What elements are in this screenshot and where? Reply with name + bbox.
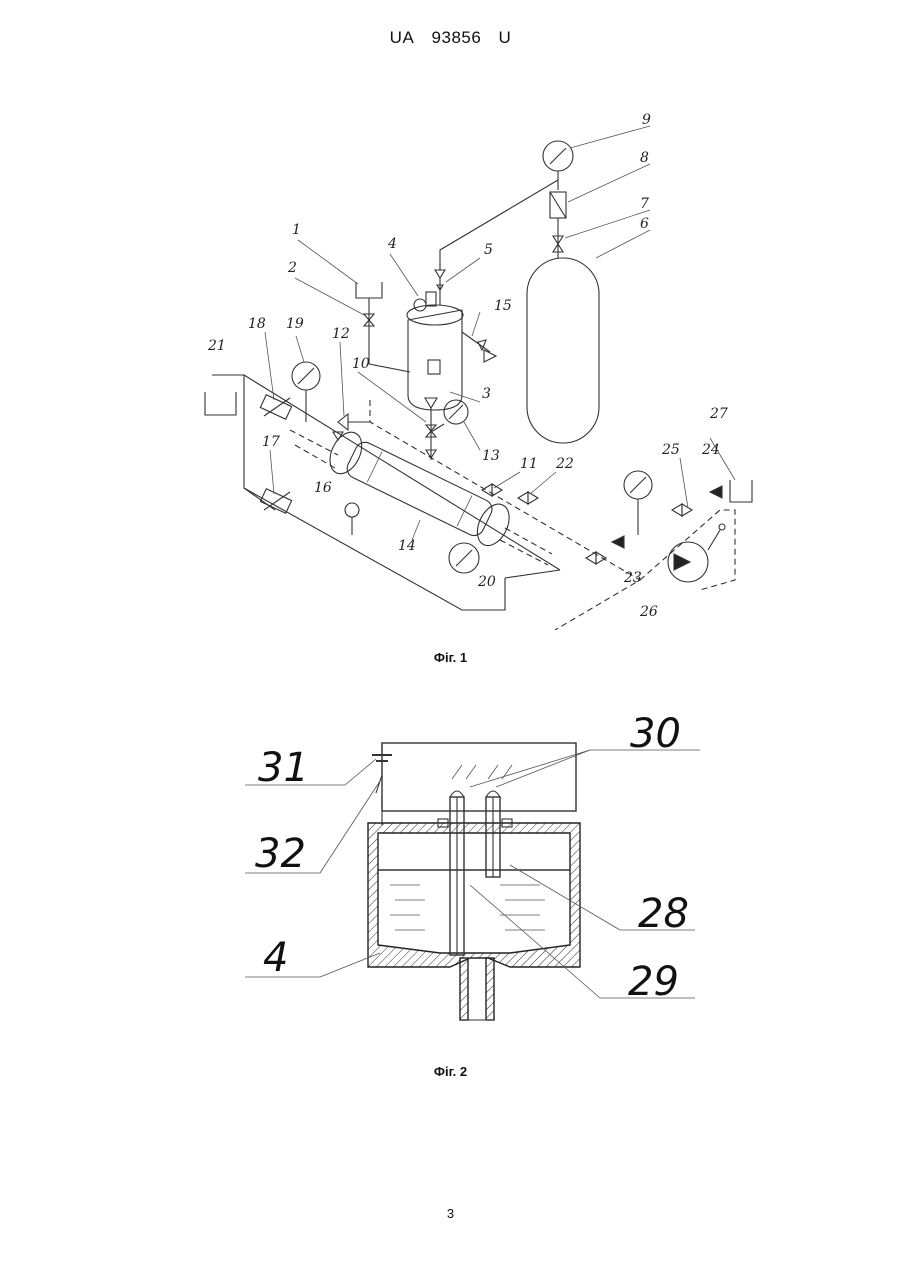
fig1-label-15: 15 bbox=[494, 298, 512, 314]
fig2-label-29: 29 bbox=[628, 959, 679, 1005]
sensor-16 bbox=[345, 503, 359, 517]
tank-21 bbox=[205, 392, 236, 415]
fig1-label-27: 27 bbox=[709, 406, 728, 422]
fig1-label-17: 17 bbox=[262, 434, 280, 450]
header-country: UA bbox=[390, 28, 415, 47]
fig1-label-11: 11 bbox=[520, 456, 538, 472]
fig1-label-14: 14 bbox=[398, 538, 416, 554]
tank-27 bbox=[730, 480, 752, 502]
fig1-label-1: 1 bbox=[292, 222, 301, 238]
fig1-label-13: 13 bbox=[482, 448, 500, 464]
fig1-label-10: 10 bbox=[352, 356, 370, 372]
fig1-label-21: 21 bbox=[207, 338, 226, 354]
fig1-label-25: 25 bbox=[661, 442, 680, 458]
figure-2-caption: Фіг. 2 bbox=[0, 1064, 901, 1079]
fig2-label-30: 30 bbox=[630, 715, 681, 757]
header-number: 93856 bbox=[432, 28, 482, 47]
fig1-label-19: 19 bbox=[286, 316, 304, 332]
fig1-label-6: 6 bbox=[640, 216, 649, 232]
fig1-label-5: 5 bbox=[484, 242, 493, 258]
fig2-label-32: 32 bbox=[255, 831, 306, 877]
figure-2-drawing: 4 28 29 30 31 32 bbox=[0, 715, 901, 1035]
page-number: 3 bbox=[0, 1206, 901, 1221]
figure-1-caption: Фіг. 1 bbox=[0, 650, 901, 665]
fig2-label-28: 28 bbox=[638, 891, 689, 937]
funnel-1 bbox=[356, 282, 382, 298]
fig1-label-26: 26 bbox=[639, 604, 658, 620]
liquid bbox=[390, 885, 545, 930]
fig1-label-20: 20 bbox=[477, 574, 496, 590]
fig1-label-16: 16 bbox=[314, 480, 332, 496]
fig1-label-4: 4 bbox=[387, 236, 397, 252]
fig1-label-3: 3 bbox=[482, 386, 491, 402]
header-kind: U bbox=[499, 28, 512, 47]
fig1-label-9: 9 bbox=[642, 112, 651, 128]
fig1-label-24: 24 bbox=[701, 442, 720, 458]
fig1-label-2: 2 bbox=[287, 260, 297, 276]
fig1-label-23: 23 bbox=[623, 570, 642, 586]
control-box bbox=[382, 743, 576, 811]
fig2-label-4: 4 bbox=[263, 935, 288, 981]
fig1-label-18: 18 bbox=[248, 316, 266, 332]
gas-tank-6 bbox=[527, 258, 599, 443]
level-sensor-4 bbox=[414, 299, 426, 311]
fig1-label-8: 8 bbox=[640, 150, 649, 166]
vessel-4 bbox=[368, 823, 580, 967]
fig2-label-31: 31 bbox=[258, 745, 309, 791]
fig1-label-22: 22 bbox=[555, 456, 574, 472]
fig1-label-7: 7 bbox=[640, 196, 649, 212]
fig1-label-12: 12 bbox=[332, 326, 350, 342]
figure-1-drawing: 1 2 3 4 5 6 7 8 9 10 11 12 13 14 15 16 1… bbox=[0, 110, 901, 630]
document-header: UA 93856 U bbox=[0, 28, 901, 48]
